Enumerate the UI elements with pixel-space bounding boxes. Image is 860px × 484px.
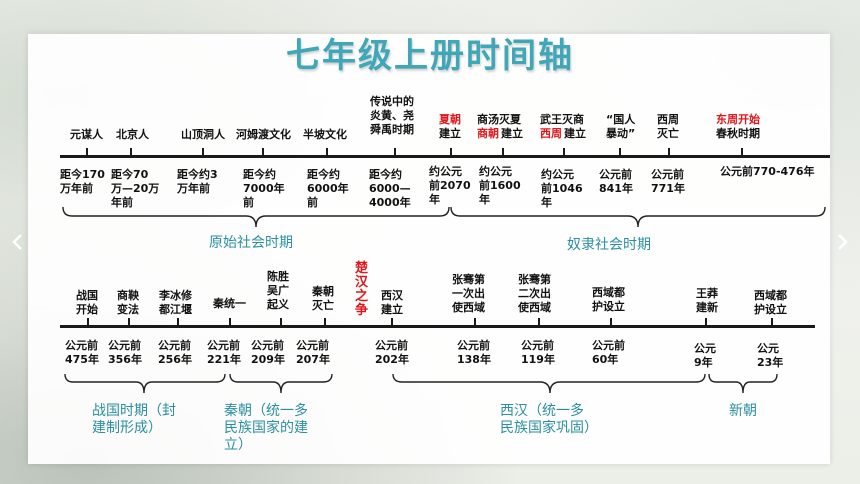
- date-label: 公元前 356年: [108, 339, 142, 366]
- date-label: 公元前 209年: [251, 339, 285, 366]
- date-label: 公元前 771年: [651, 168, 685, 195]
- event-label: 商汤灭夏: [477, 113, 521, 126]
- axis-tick: [87, 318, 89, 328]
- period-brace: [62, 206, 450, 228]
- date-label: 公元前 475年: [65, 339, 99, 366]
- axis-tick: [502, 148, 504, 158]
- event-label: 山顶洞人: [181, 128, 225, 141]
- date-label: 约公元 前1046 年: [541, 168, 583, 209]
- event-label: 半坡文化: [303, 128, 347, 141]
- date-label: 距今约 7000年 前: [243, 168, 285, 209]
- axis-tick: [610, 318, 612, 328]
- date-label: 距今70 万—20万 年前: [111, 168, 160, 209]
- axis-tick: [324, 318, 326, 328]
- axis-tick: [450, 148, 452, 158]
- timeline-axis-1: [60, 155, 830, 158]
- date-label: 距今约3 万年前: [177, 168, 218, 195]
- period-brace: [450, 206, 826, 228]
- event-label: 西域都 护设立: [754, 289, 787, 316]
- date-label: 公元前 841年: [599, 168, 633, 195]
- axis-tick: [86, 148, 88, 158]
- event-label: 秦朝 灭亡: [312, 285, 334, 312]
- axis-tick: [280, 318, 282, 328]
- event-label: 李冰修 都江堰: [159, 289, 192, 316]
- event-label: 西域都 护设立: [592, 286, 625, 313]
- event-label: 北京人: [116, 128, 149, 141]
- axis-tick: [394, 148, 396, 158]
- period-brace: [708, 373, 778, 394]
- event-label: 商鞅 变法: [117, 289, 139, 316]
- axis-tick: [538, 318, 540, 328]
- date-label: 公元 9年: [694, 342, 716, 369]
- event-label: 西周 灭亡: [657, 113, 679, 140]
- axis-tick: [130, 148, 132, 158]
- period-label: 秦朝（统一多 民族国家的建 立）: [224, 403, 308, 453]
- date-label: 公元前 138年: [457, 339, 491, 366]
- date-label: 公元前 256年: [158, 339, 192, 366]
- event-label: 河姆渡文化: [236, 128, 291, 141]
- chevron-right-icon[interactable]: [832, 232, 852, 252]
- axis-tick: [202, 148, 204, 158]
- period-brace: [64, 373, 226, 394]
- event-label-highlight: 西周: [540, 127, 562, 140]
- event-label-highlight: 楚 汉 之 争: [355, 261, 369, 318]
- axis-tick: [128, 318, 130, 328]
- event-label: 传说中的 炎黄、尧 舜禹时期: [370, 95, 414, 136]
- period-label: 新朝: [729, 403, 757, 419]
- event-label: “国人 暴动”: [606, 113, 636, 140]
- event-label: 元谋人: [70, 128, 103, 141]
- event-label: 春秋时期: [716, 127, 760, 140]
- axis-tick: [668, 148, 670, 158]
- axis-tick: [563, 148, 565, 158]
- date-label: 公元前 60年: [592, 339, 625, 366]
- axis-tick: [391, 318, 393, 328]
- date-label: 距今约 6000年 前: [307, 168, 349, 209]
- period-label: 奴隶社会时期: [567, 237, 651, 253]
- event-label: 建立: [439, 127, 461, 140]
- event-label: 西汉 建立: [381, 289, 403, 316]
- axis-tick: [771, 318, 773, 328]
- axis-tick: [705, 318, 707, 328]
- period-label: 原始社会时期: [209, 235, 293, 251]
- event-label: 王莽 建新: [696, 287, 718, 314]
- date-label: 公元前 221年: [207, 339, 241, 366]
- event-label: 战国 开始: [76, 289, 98, 316]
- date-label: 距今约 6000— 4000年: [369, 168, 411, 209]
- axis-tick: [262, 148, 264, 158]
- date-label: 距今170 万年前: [60, 168, 105, 195]
- event-label-highlight: 商朝: [477, 127, 499, 140]
- axis-tick: [229, 318, 231, 328]
- date-label: 约公元 前2070 年: [429, 165, 471, 206]
- period-brace: [229, 373, 333, 394]
- event-label-highlight: 夏朝: [439, 113, 461, 126]
- event-label: 张骞第 一次出 使西域: [452, 273, 485, 314]
- axis-tick: [619, 148, 621, 158]
- axis-tick: [741, 148, 743, 158]
- chevron-left-icon[interactable]: [8, 232, 28, 252]
- axis-tick: [474, 318, 476, 328]
- page-title: 七年级上册时间轴: [286, 36, 574, 76]
- event-label: 张骞第 二次出 使西域: [518, 273, 551, 314]
- event-label: 秦统一: [213, 297, 246, 310]
- event-label-highlight: 东周开始: [716, 113, 760, 126]
- period-label: 西汉（统一多 民族国家巩固）: [500, 403, 598, 436]
- axis-tick: [177, 318, 179, 328]
- date-label: 公元 23年: [757, 342, 784, 369]
- period-brace: [392, 373, 706, 394]
- date-label: 约公元 前1600 年: [479, 165, 521, 206]
- date-label: 公元前 202年: [375, 339, 409, 366]
- event-label: 陈胜 吴广 起义: [267, 270, 289, 311]
- date-label: 公元前 119年: [521, 339, 555, 366]
- period-label: 战国时期（封 建制形成）: [92, 403, 176, 436]
- date-label: 公元前 207年: [296, 339, 330, 366]
- date-label: 公元前770-476年: [720, 165, 815, 178]
- axis-tick: [326, 148, 328, 158]
- event-label: 武王灭商: [540, 113, 584, 126]
- event-label: 建立: [564, 127, 586, 140]
- event-label: 建立: [501, 127, 523, 140]
- timeline-axis-2: [60, 325, 815, 328]
- slide-panel: [28, 34, 830, 464]
